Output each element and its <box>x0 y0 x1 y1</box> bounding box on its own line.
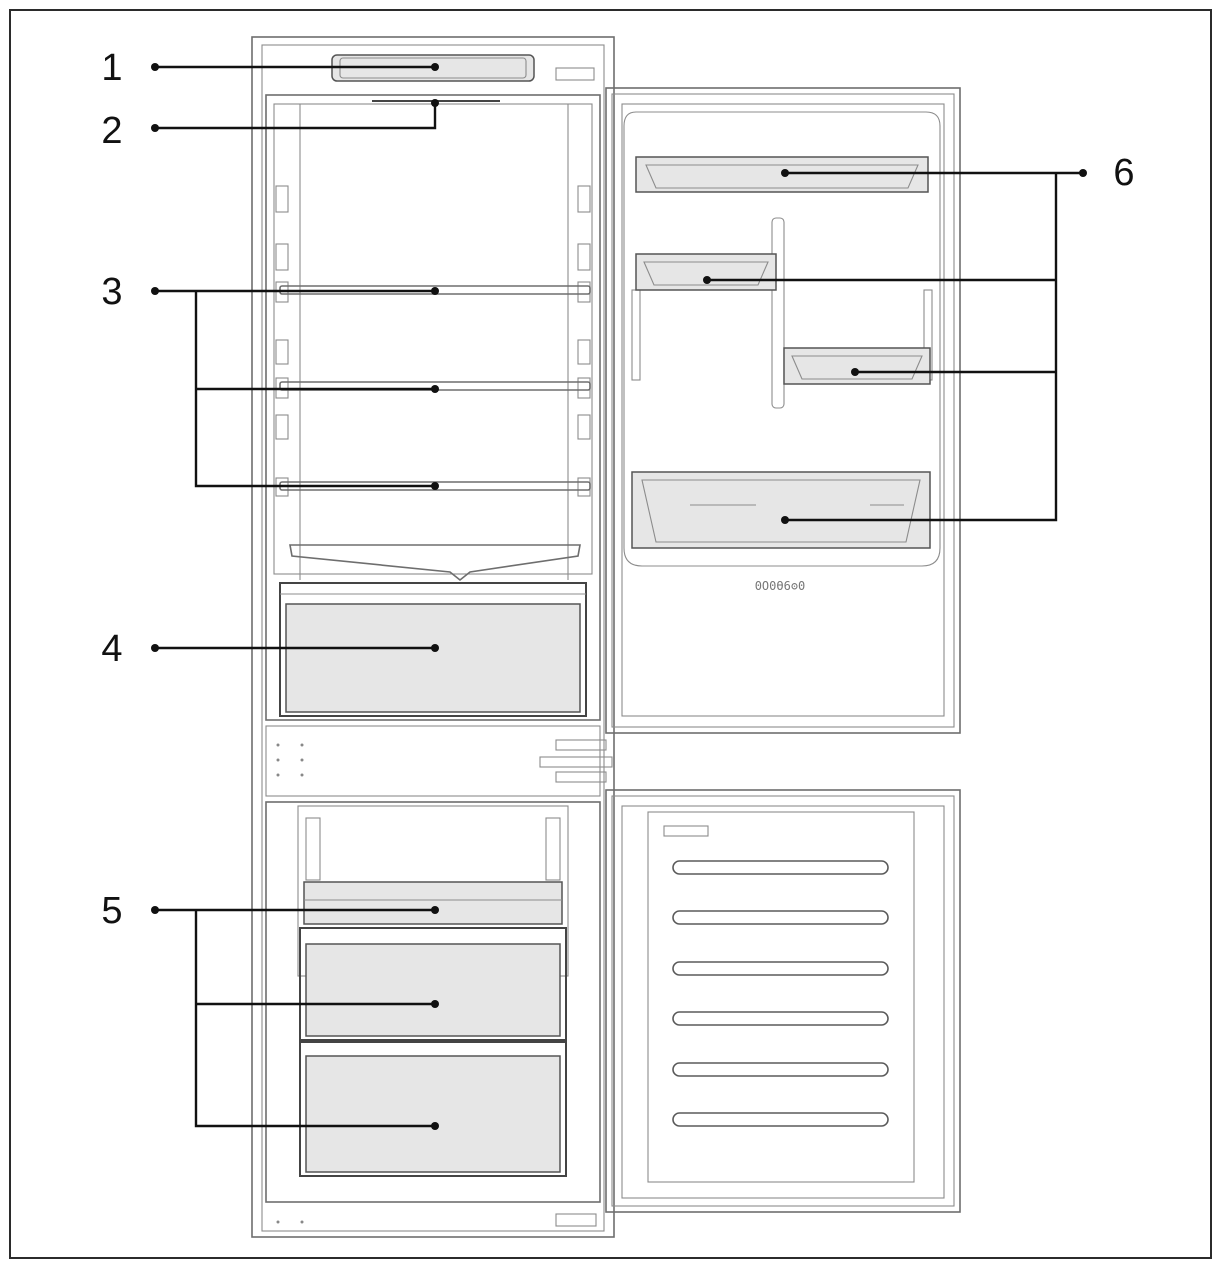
door-bins <box>631 156 931 549</box>
shelf-supports-left <box>275 185 289 497</box>
callout-2: 2 <box>101 99 439 152</box>
crisper-drawer-front <box>285 603 581 713</box>
top-hinge <box>555 67 595 81</box>
callout-number-5: 5 <box>101 890 122 932</box>
freezer-door <box>605 789 961 1213</box>
freezer-drawer-3-frame <box>299 1041 567 1177</box>
freezer-drawer-2-frame <box>299 927 567 1041</box>
callout-3: 3 <box>101 271 439 490</box>
freezer-door-outline <box>605 789 961 1213</box>
callout-number-4: 4 <box>101 628 122 670</box>
mid-hinge-center <box>539 756 613 768</box>
fridge-back-wall <box>273 103 593 575</box>
freezer-compartment <box>265 801 601 1203</box>
fridge-compartment <box>265 94 601 721</box>
crisper-cover <box>289 544 581 582</box>
bottom-hinge <box>555 1213 597 1227</box>
door-rail-center <box>771 217 785 409</box>
separator-dots <box>276 743 304 777</box>
fridge-door-liner <box>623 111 941 567</box>
callout-number-3: 3 <box>101 271 122 313</box>
cabinet-inner-outline <box>261 44 605 1232</box>
callout-number-6: 6 <box>1113 152 1134 194</box>
freezer-drawer-3 <box>305 1055 561 1173</box>
crisper-drawer-frame <box>279 582 587 717</box>
mid-hinge-bottom <box>555 771 607 783</box>
shelf-supports-right <box>577 185 591 497</box>
freezer-door-liner <box>647 811 915 1183</box>
callout-number-2: 2 <box>101 110 122 152</box>
crisper-drawer <box>279 582 587 717</box>
callout-6: 6 <box>703 152 1135 524</box>
door-bin-middle-left <box>635 253 777 291</box>
freezer-drawer-2 <box>305 943 561 1037</box>
door-marking: 0O0Ө6ʘ0 <box>755 579 806 593</box>
fridge-door-gasket <box>611 93 955 728</box>
mid-hinge-top <box>555 739 607 751</box>
fridge-door: 0O0Ө6ʘ0 <box>605 87 961 734</box>
freezer-drawer-1 <box>303 881 563 925</box>
door-bin-middle-right <box>783 347 931 385</box>
callout-1: 1 <box>101 47 439 89</box>
callout-number-1: 1 <box>101 47 122 89</box>
cabinet <box>251 36 615 1238</box>
callout-4: 4 <box>101 628 439 670</box>
door-bin-bottom <box>631 471 931 549</box>
callout-5: 5 <box>101 890 439 1130</box>
freezer-drawers <box>299 881 567 1177</box>
cabinet-outline <box>251 36 615 1238</box>
freezer-door-slots <box>672 860 889 1127</box>
freezer-door-gasket <box>611 795 955 1207</box>
freezer-rating-label <box>663 825 709 837</box>
mid-separator <box>265 725 601 797</box>
fridge-door-panel <box>621 103 945 717</box>
fridge-door-outline <box>605 87 961 734</box>
diagram-frame <box>9 9 1212 1259</box>
freezer-door-panel <box>621 805 945 1199</box>
